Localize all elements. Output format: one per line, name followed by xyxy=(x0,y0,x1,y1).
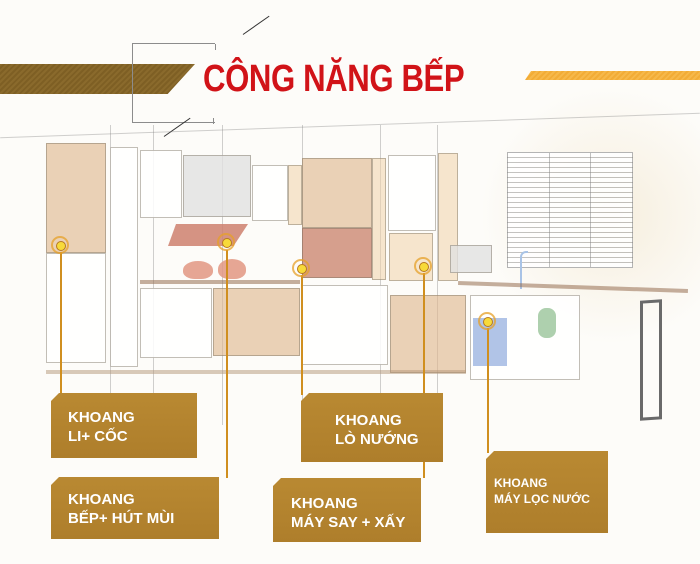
hotspot-li-coc[interactable] xyxy=(51,236,69,254)
grid-line xyxy=(437,125,438,425)
lower-cabinet-left xyxy=(46,253,106,363)
tall-column xyxy=(372,158,386,280)
label-may-loc-nuoc-line2: MÁY LỌC NƯỚC xyxy=(494,492,590,506)
label-li-coc-line2: LI+ CỐC xyxy=(68,428,128,445)
dryer-compartment xyxy=(390,295,466,373)
countertop-left xyxy=(140,280,300,284)
lower-cabinet-corner xyxy=(302,285,388,365)
label-may-loc-nuoc[interactable]: KHOANG MÁY LỌC NƯỚC xyxy=(486,451,608,533)
label-bep-hut-mui[interactable]: KHOANG BẾP+ HÚT MÙI xyxy=(51,477,219,539)
wall-cabinet-open xyxy=(183,155,251,217)
window-blinds xyxy=(507,152,633,268)
wall-cabinet-1 xyxy=(140,150,182,218)
oven-cabinet xyxy=(302,228,372,278)
pot-right xyxy=(218,259,246,279)
corner-wine-rack xyxy=(288,165,302,225)
label-bep-hut-mui-line1: KHOANG xyxy=(68,491,135,508)
lower-cabinet-mid xyxy=(140,288,212,358)
title-frame-corner xyxy=(213,118,214,124)
hotspot-lo-nuong[interactable] xyxy=(292,259,310,277)
label-may-say-xay[interactable]: KHOANG MÁY SAY + XẤY xyxy=(273,478,421,542)
page-title: CÔNG NĂNG BẾP xyxy=(203,58,465,100)
title-frame xyxy=(132,43,216,123)
connector-lo-nuong xyxy=(301,275,303,395)
tall-pantry xyxy=(110,147,138,367)
header-accent-bar-right xyxy=(525,71,700,80)
connector-may-loc-nuoc xyxy=(487,328,489,453)
label-may-say-xay-line1: KHOANG xyxy=(291,495,358,512)
waste-disposer xyxy=(538,308,556,338)
kitchen-illustration xyxy=(0,85,700,435)
floor-plinth xyxy=(46,370,466,374)
range-hood xyxy=(168,224,248,246)
label-lo-nuong-line1: KHOANG xyxy=(335,412,402,429)
label-li-coc[interactable]: KHOANG LI+ CỐC xyxy=(51,393,197,458)
wall-cabinet-2 xyxy=(252,165,288,221)
label-li-coc-line1: KHOANG xyxy=(68,409,135,426)
appliance-niche-top xyxy=(388,155,436,231)
label-bep-hut-mui-line2: BẾP+ HÚT MÙI xyxy=(68,510,175,527)
connector-bep-hut-mui xyxy=(226,250,228,478)
grid-line xyxy=(153,125,154,425)
label-lo-nuong[interactable]: KHOANG LÒ NƯỚNG xyxy=(301,393,443,462)
connector-li-coc xyxy=(60,252,62,395)
header-accent-bar-left xyxy=(0,64,195,94)
glass-cabinet xyxy=(46,143,106,253)
hotspot-may-loc-nuoc[interactable] xyxy=(478,312,496,330)
label-may-say-xay-line2: MÁY SAY + XẤY xyxy=(291,514,406,531)
decor-slash-top xyxy=(242,15,270,35)
table-frame-leg xyxy=(640,299,662,421)
dish-rack xyxy=(450,245,492,273)
hotspot-may-say-xay[interactable] xyxy=(414,257,432,275)
faucet xyxy=(520,251,528,289)
label-lo-nuong-line2: LÒ NƯỚNG xyxy=(335,431,419,448)
hotspot-bep-hut-mui[interactable] xyxy=(217,233,235,251)
connector-may-say-xay xyxy=(423,273,425,478)
label-may-loc-nuoc-line1: KHOANG xyxy=(494,476,548,490)
pot-left xyxy=(183,261,213,279)
corner-wall-cabinet xyxy=(302,158,372,228)
